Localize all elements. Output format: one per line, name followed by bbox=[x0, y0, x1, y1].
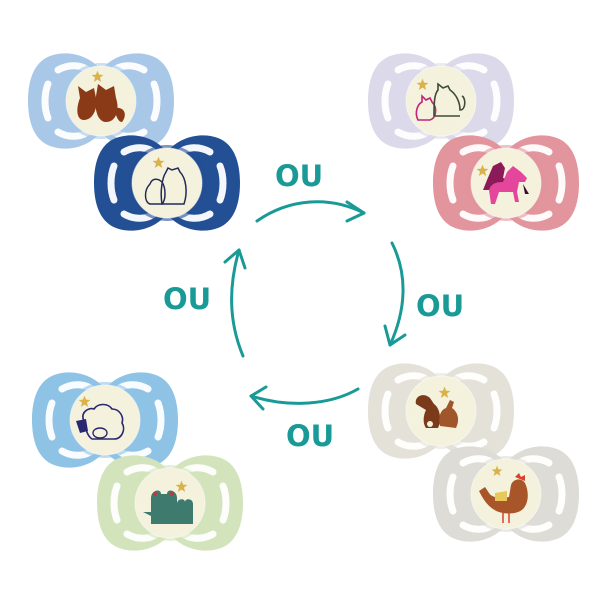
frog-motif-icon bbox=[143, 490, 193, 524]
label-ou-left: OU bbox=[163, 282, 212, 316]
polar-bear-motif-icon bbox=[144, 166, 187, 205]
label-ou-top: OU bbox=[275, 159, 324, 193]
pacifier-green-frogs bbox=[97, 452, 243, 554]
pacifier-grey-hen-and-chick bbox=[433, 443, 579, 545]
label-ou-right: OU bbox=[416, 289, 465, 323]
rabbit-motif-icon bbox=[415, 395, 459, 428]
pacifier-beige-rabbits bbox=[368, 360, 514, 462]
pacifier-light-blue-foxes bbox=[28, 50, 174, 152]
pacifier-pink-horses bbox=[433, 132, 579, 234]
sheep-motif-icon bbox=[76, 403, 125, 440]
arrow-top-icon bbox=[255, 200, 366, 223]
cat-motif-icon bbox=[415, 82, 466, 121]
horse-motif-icon bbox=[483, 162, 529, 204]
pacifier-blue-sheep bbox=[32, 369, 178, 471]
arrow-right-icon bbox=[383, 241, 407, 347]
pacifier-dark-blue-polar-bears bbox=[94, 132, 240, 234]
hen-motif-icon bbox=[479, 473, 528, 523]
fox-motif-icon bbox=[77, 84, 125, 122]
label-ou-bottom: OU bbox=[286, 419, 335, 453]
arrow-bottom-icon bbox=[249, 385, 360, 411]
arrow-left-icon bbox=[223, 248, 247, 358]
pacifier-lavender-cats bbox=[368, 50, 514, 152]
